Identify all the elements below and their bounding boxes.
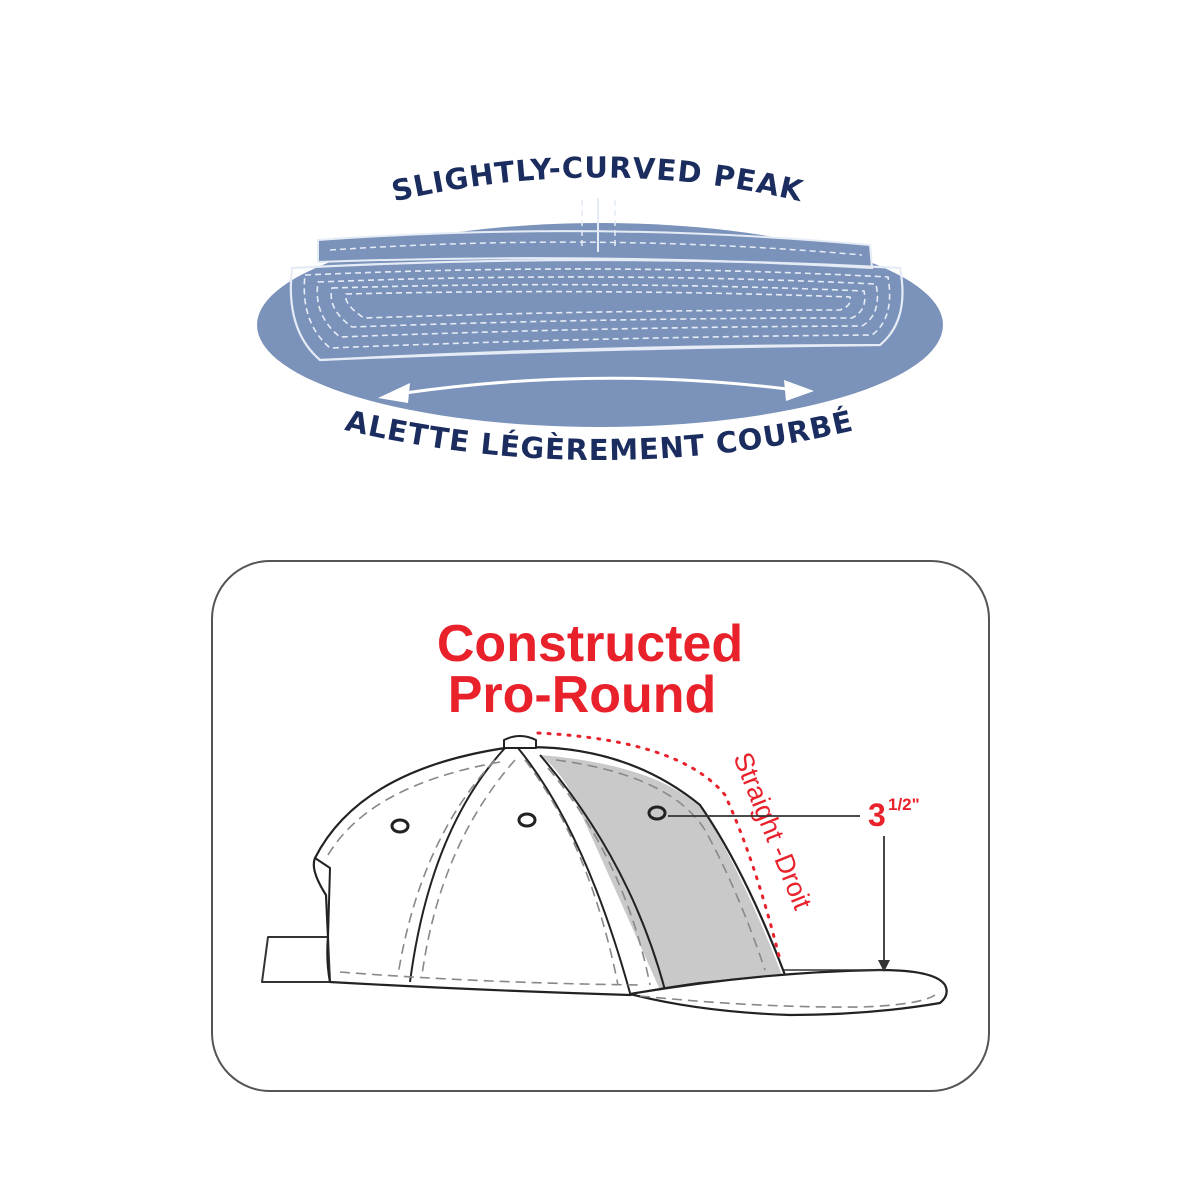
stitch-lines [303,268,891,349]
title-line-1: Constructed [437,615,743,673]
peak-oval [257,223,943,427]
measure-fraction: 1/2" [888,795,920,814]
curve-arrow-icon [378,376,814,403]
arrow-down-icon [878,960,890,972]
visor-top [317,230,874,270]
peak-illustration: SLIGHTLY-CURVED PEAK PALETTE LÉGÈREMENT … [0,0,943,467]
shaded-front-panel [540,755,782,990]
cap-brim [628,968,948,1017]
title-line-2: Pro-Round [448,666,717,724]
measure-value: 3 [868,797,886,833]
cap-illustration [261,735,948,1017]
profile-panel: Constructed Pro-Round [211,560,990,1092]
straight-profile-line [536,731,782,962]
